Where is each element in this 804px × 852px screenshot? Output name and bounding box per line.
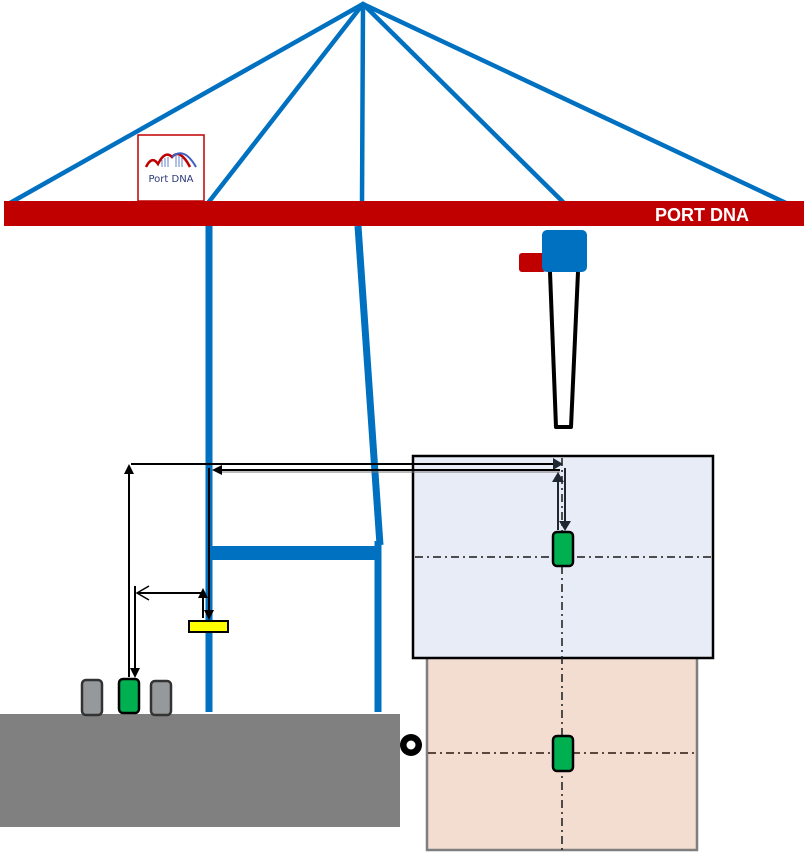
crane-boom [4, 201, 804, 226]
bridge-arch-logo-icon [144, 152, 197, 168]
motion-paths [124, 458, 571, 678]
logo-text: Port DNA [148, 174, 193, 185]
container-grey-right [149, 679, 173, 717]
spreader [188, 620, 229, 633]
seaside-leg-upper [354, 225, 384, 546]
container-grey-left [80, 678, 104, 717]
container-green-deck [551, 530, 575, 568]
trolley-body [542, 230, 587, 272]
hoist-ropes [548, 271, 580, 429]
trolley [519, 230, 587, 429]
boom-label: PORT DNA [655, 205, 749, 225]
boom-stays [7, 1, 789, 206]
trolley-counter-block [519, 253, 546, 272]
container-green-hold [551, 734, 575, 773]
quay-apron [0, 714, 400, 827]
bollard-hole [406, 740, 416, 750]
port-dna-logo: Port DNA [137, 134, 205, 202]
open-arrowhead-left [135, 585, 150, 601]
container-green-quay [117, 677, 141, 715]
